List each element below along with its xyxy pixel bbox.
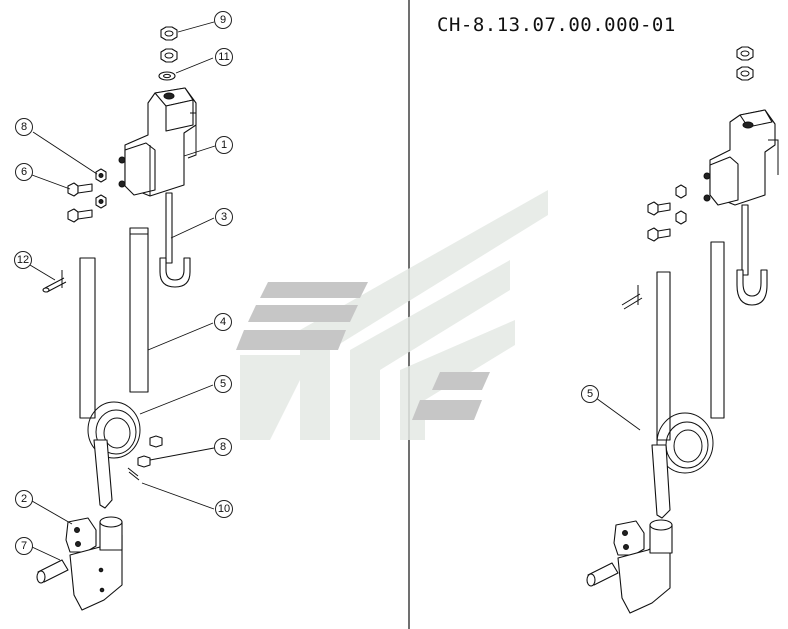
pin	[36, 559, 69, 584]
svg-text:10: 10	[218, 503, 230, 515]
bracket-right	[703, 109, 779, 206]
svg-text:4: 4	[220, 316, 226, 328]
bracket	[118, 87, 197, 197]
drawing-title: СН-8.13.07.00.000-01	[437, 14, 676, 36]
svg-text:5: 5	[220, 378, 226, 390]
nut-bolt-upper	[95, 168, 107, 183]
callout-12: 12	[14, 251, 32, 269]
spring-tine-right	[651, 271, 714, 519]
nut-second-right	[736, 66, 754, 81]
svg-text:2: 2	[21, 493, 27, 505]
svg-text:5: 5	[587, 388, 593, 400]
leader-lines-left	[29, 21, 216, 561]
leader-line-right	[595, 397, 641, 431]
right-assembly	[586, 46, 779, 614]
share	[69, 516, 123, 611]
hook-clamp	[159, 192, 191, 288]
svg-text:7: 7	[21, 540, 27, 552]
bolts-right	[647, 184, 687, 242]
cotter-pin-right	[621, 285, 643, 310]
svg-text:9: 9	[220, 14, 226, 26]
callout-6: 6	[15, 163, 33, 181]
svg-text:1: 1	[221, 139, 227, 151]
callout-2: 2	[15, 490, 33, 508]
shank	[129, 227, 149, 393]
share-right	[617, 519, 673, 614]
callout-7: 7	[15, 537, 33, 555]
callout-9: 9	[214, 11, 232, 29]
nut-second	[160, 48, 178, 63]
svg-text:8: 8	[21, 121, 27, 133]
callout-3: 3	[215, 208, 233, 226]
bolt-upper	[67, 182, 93, 197]
svg-text:6: 6	[21, 166, 27, 178]
small-screw	[127, 467, 140, 481]
callout-10: 10	[215, 500, 233, 518]
watermark-logo	[236, 190, 548, 440]
svg-text:11: 11	[218, 51, 229, 63]
share-holder-right	[613, 520, 645, 556]
washer	[158, 71, 176, 81]
callout-8-bottom: 8	[214, 438, 232, 456]
callout-5-left: 5	[214, 375, 232, 393]
callout-4: 4	[214, 313, 232, 331]
callout-1: 1	[215, 136, 233, 154]
cotter-pin	[42, 270, 67, 293]
svg-text:3: 3	[221, 211, 227, 223]
callout-11: 11	[215, 48, 233, 66]
callout-5-right: 5	[581, 385, 599, 403]
spring-tine	[79, 257, 141, 509]
left-assembly	[36, 26, 197, 611]
callout-8-top: 8	[15, 118, 33, 136]
shank-right	[710, 241, 725, 419]
nut-bolt-lower	[95, 194, 107, 209]
svg-text:12: 12	[17, 254, 29, 266]
bushing-nut	[137, 435, 163, 468]
bolt-lower	[67, 208, 93, 223]
pin-right	[586, 562, 619, 587]
nut-top-right	[736, 46, 754, 61]
hook-clamp-right	[736, 204, 768, 306]
svg-text:8: 8	[220, 441, 226, 453]
nut-top	[160, 26, 178, 41]
